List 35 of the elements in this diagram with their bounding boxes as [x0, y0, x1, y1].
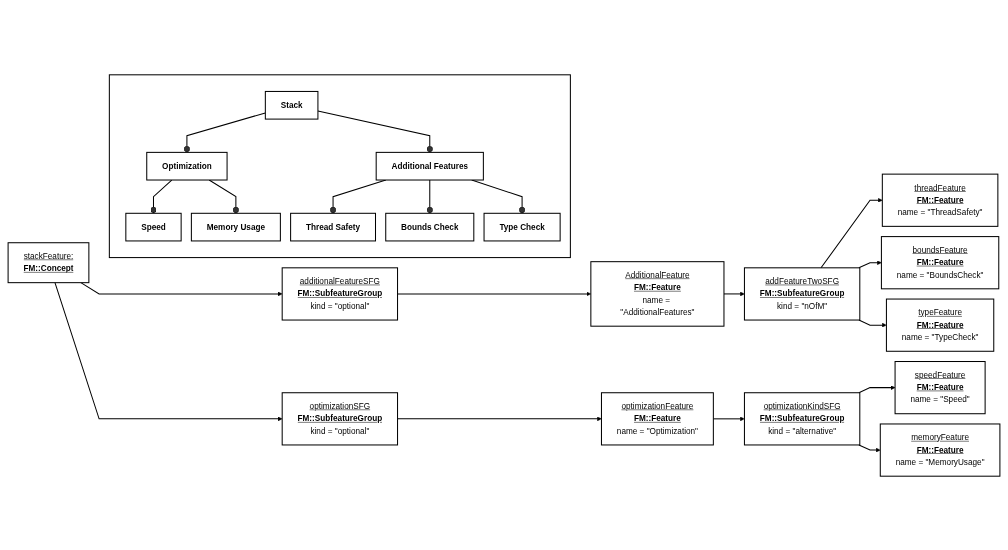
- node-box: Optimization: [146, 151, 228, 181]
- node-box: Memory Usage: [190, 212, 281, 241]
- node-box: Bounds Check: [385, 212, 475, 241]
- node-box: threadFeature FM::Feature name = "ThreadSafety": [881, 173, 999, 227]
- node-box: addFeatureTwoSFG FM::SubfeatureGroup kind = "nOfM": [743, 266, 861, 321]
- cluster: [108, 73, 571, 258]
- arrow: [820, 197, 883, 268]
- connector: [317, 110, 433, 153]
- node-box: speedFeature FM::Feature name = "Speed": [894, 360, 986, 414]
- connector: [426, 179, 433, 214]
- connector: [208, 179, 239, 214]
- node-box: optimizationFeature FM::Feature name = "Optimization": [600, 391, 714, 445]
- node-box: Speed: [125, 212, 182, 241]
- arrow: [858, 319, 887, 327]
- node-box: typeFeature FM::Feature name = "TypeCheck": [885, 298, 995, 352]
- node-box: optimizationSFG FM::SubfeatureGroup kind = "optional": [281, 391, 399, 445]
- arrow: [723, 291, 745, 296]
- node-box: optimizationKindSFG FM::SubfeatureGroup kind = "alternative": [743, 391, 861, 445]
- node-box: additionalFeatureSFG FM::SubfeatureGroup kind = "optional": [281, 266, 399, 321]
- arrow: [858, 259, 882, 268]
- node-box: boundsFeature FM::Feature name = "BoundsCheck": [880, 235, 1000, 289]
- arrow: [54, 281, 283, 421]
- node-box: memoryFeature FM::Feature name = "MemoryUsage": [879, 422, 1001, 477]
- connector: [150, 179, 173, 214]
- node-box: Stack: [264, 90, 319, 120]
- node-box: Additional Features: [375, 151, 484, 181]
- node-box: Thread Safety: [290, 212, 376, 241]
- arrow: [80, 281, 283, 296]
- arrow: [397, 416, 602, 421]
- arrow: [858, 384, 896, 393]
- node-box: AdditionalFeature FM::Feature name = "AdditionalFeatures": [590, 260, 725, 327]
- arrow: [858, 443, 881, 452]
- node-box: Type Check: [483, 212, 561, 241]
- connector: [183, 111, 266, 153]
- node-box: stackFeature: FM::Concept: [7, 241, 90, 283]
